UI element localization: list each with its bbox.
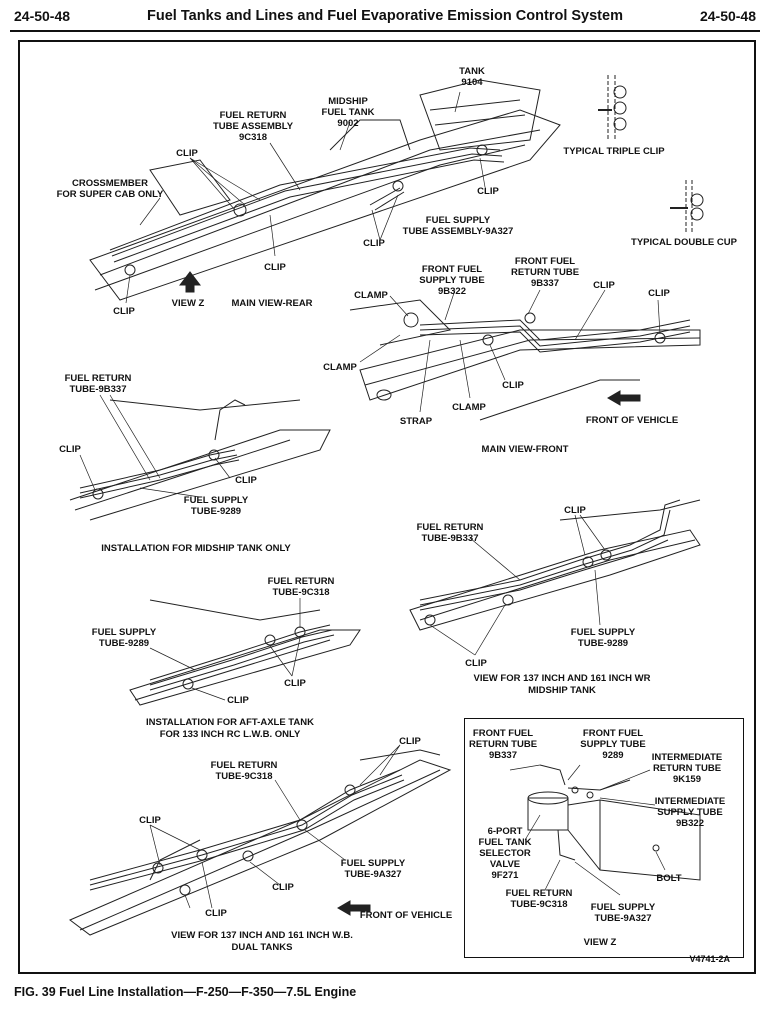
label-typical-double-cup: TYPICAL DOUBLE CUP [631, 237, 737, 248]
label-fuel-supply-9289: FUEL SUPPLY TUBE-9289 [570, 627, 636, 649]
label-clamp: CLAMP [354, 290, 388, 301]
label-view-z: VIEW Z [171, 298, 205, 309]
label-fuel-return-9b337: FUEL RETURN TUBE-9B337 [64, 373, 132, 395]
caption-view-137-dual: VIEW FOR 137 INCH AND 161 INCH W.B. DUAL… [171, 930, 353, 953]
label-fuel-return-9c318: FUEL RETURN TUBE-9C318 [210, 760, 278, 782]
label-front-fuel-supply: FRONT FUEL SUPPLY TUBE 9289 [580, 728, 646, 761]
leader-lines-wr [429, 514, 606, 656]
label-front-fuel-return: FRONT FUEL RETURN TUBE 9B337 [468, 728, 538, 761]
view-137-wr-drawing [409, 499, 701, 631]
label-midship-tank: MIDSHIP FUEL TANK 9002 [321, 96, 375, 129]
label-clip: CLIP [465, 658, 487, 669]
label-tank: TANK 9104 [459, 66, 485, 88]
figure-frame [18, 40, 756, 974]
front-arrow-dual-icon [337, 900, 371, 916]
aft-axle-install-drawing [129, 599, 361, 706]
label-clip: CLIP [363, 238, 385, 249]
caption-aft-axle-install: INSTALLATION FOR AFT-AXLE TANK FOR 133 I… [146, 717, 314, 740]
midship-install-drawing [69, 399, 331, 521]
label-fuel-return-9b337: FUEL RETURN TUBE-9B337 [416, 522, 484, 544]
label-typical-triple-clip: TYPICAL TRIPLE CLIP [563, 146, 665, 157]
label-clip: CLIP [399, 736, 421, 747]
label-fuel-supply-9289: FUEL SUPPLY TUBE-9289 [91, 627, 157, 649]
label-clip: CLIP [502, 380, 524, 391]
caption-midship-install: INSTALLATION FOR MIDSHIP TANK ONLY [101, 543, 291, 554]
label-clip: CLIP [176, 148, 198, 159]
front-arrow-icon [607, 390, 641, 406]
label-clip: CLIP [113, 306, 135, 317]
label-clip: CLIP [205, 908, 227, 919]
label-fuel-return-9c318: FUEL RETURN TUBE ASSEMBLY 9C318 [212, 110, 294, 143]
view-z-inset-box [464, 718, 744, 958]
label-clip: CLIP [593, 280, 615, 291]
label-clip: CLIP [139, 815, 161, 826]
page-number-right: 24-50-48 [699, 8, 756, 24]
label-clip: CLIP [648, 288, 670, 299]
leader-lines-front [359, 289, 661, 413]
label-clip: CLIP [284, 678, 306, 689]
label-intermediate-return: INTERMEDIATE RETURN TUBE 9K159 [651, 752, 723, 785]
label-fuel-supply-9a327: FUEL SUPPLY TUBE-9A327 [340, 858, 406, 880]
label-clip: CLIP [235, 475, 257, 486]
label-strap: STRAP [399, 416, 433, 427]
label-selector-valve: 6-PORT FUEL TANK SELECTOR VALVE 9F271 [478, 826, 532, 881]
label-clip: CLIP [272, 882, 294, 893]
triple-clip-drawing [598, 75, 627, 140]
figure-caption: FIG. 39 Fuel Line Installation—F-250—F-3… [14, 985, 357, 999]
label-clamp: CLAMP [323, 362, 357, 373]
label-crossmember: CROSSMEMBER FOR SUPER CAB ONLY [56, 178, 164, 200]
label-clip: CLIP [59, 444, 81, 455]
label-fuel-return-9c318: FUEL RETURN TUBE-9C318 [505, 888, 573, 910]
label-fuel-supply-9a327: FUEL SUPPLY TUBE-9A327 [590, 902, 656, 924]
caption-view-137-wr: VIEW FOR 137 INCH AND 161 INCH WR MIDSHI… [473, 673, 651, 696]
label-front-of-vehicle: FRONT OF VEHICLE [585, 415, 679, 426]
main-view-front-drawing [349, 299, 701, 421]
view-z-arrow-icon [178, 271, 202, 293]
double-cup-drawing [670, 180, 704, 232]
label-clip: CLIP [264, 262, 286, 273]
view-z-drawing [527, 764, 701, 881]
header-rule [10, 30, 760, 32]
label-intermediate-supply: INTERMEDIATE SUPPLY TUBE 9B322 [654, 796, 726, 829]
leader-lines-view-z [509, 764, 666, 896]
view-z-title: VIEW Z [583, 937, 617, 948]
drawing-code: V4741-2A [689, 954, 730, 964]
label-front-fuel-return: FRONT FUEL RETURN TUBE 9B337 [510, 256, 580, 289]
label-main-view-front: MAIN VIEW-FRONT [481, 444, 569, 455]
label-clip: CLIP [227, 695, 249, 706]
main-view-rear-drawing [89, 79, 561, 301]
label-clip: CLIP [477, 186, 499, 197]
leader-lines-dual [149, 744, 401, 909]
label-clamp: CLAMP [452, 402, 486, 413]
label-front-fuel-supply: FRONT FUEL SUPPLY TUBE 9B322 [419, 264, 485, 297]
label-front-of-vehicle: FRONT OF VEHICLE [359, 910, 453, 921]
label-fuel-return-9c318: FUEL RETURN TUBE-9C318 [267, 576, 335, 598]
page-number-left: 24-50-48 [14, 8, 71, 24]
label-bolt: BOLT [656, 873, 682, 884]
leader-lines-aft [149, 598, 301, 701]
label-fuel-supply-9289: FUEL SUPPLY TUBE-9289 [183, 495, 249, 517]
leader-lines-midship [79, 394, 231, 498]
label-clip: CLIP [564, 505, 586, 516]
label-fuel-supply-9a327: FUEL SUPPLY TUBE ASSEMBLY-9A327 [402, 215, 514, 237]
page-title: Fuel Tanks and Lines and Fuel Evaporativ… [147, 8, 623, 24]
label-main-view-rear: MAIN VIEW-REAR [231, 298, 313, 309]
leader-lines-rear [125, 91, 486, 304]
